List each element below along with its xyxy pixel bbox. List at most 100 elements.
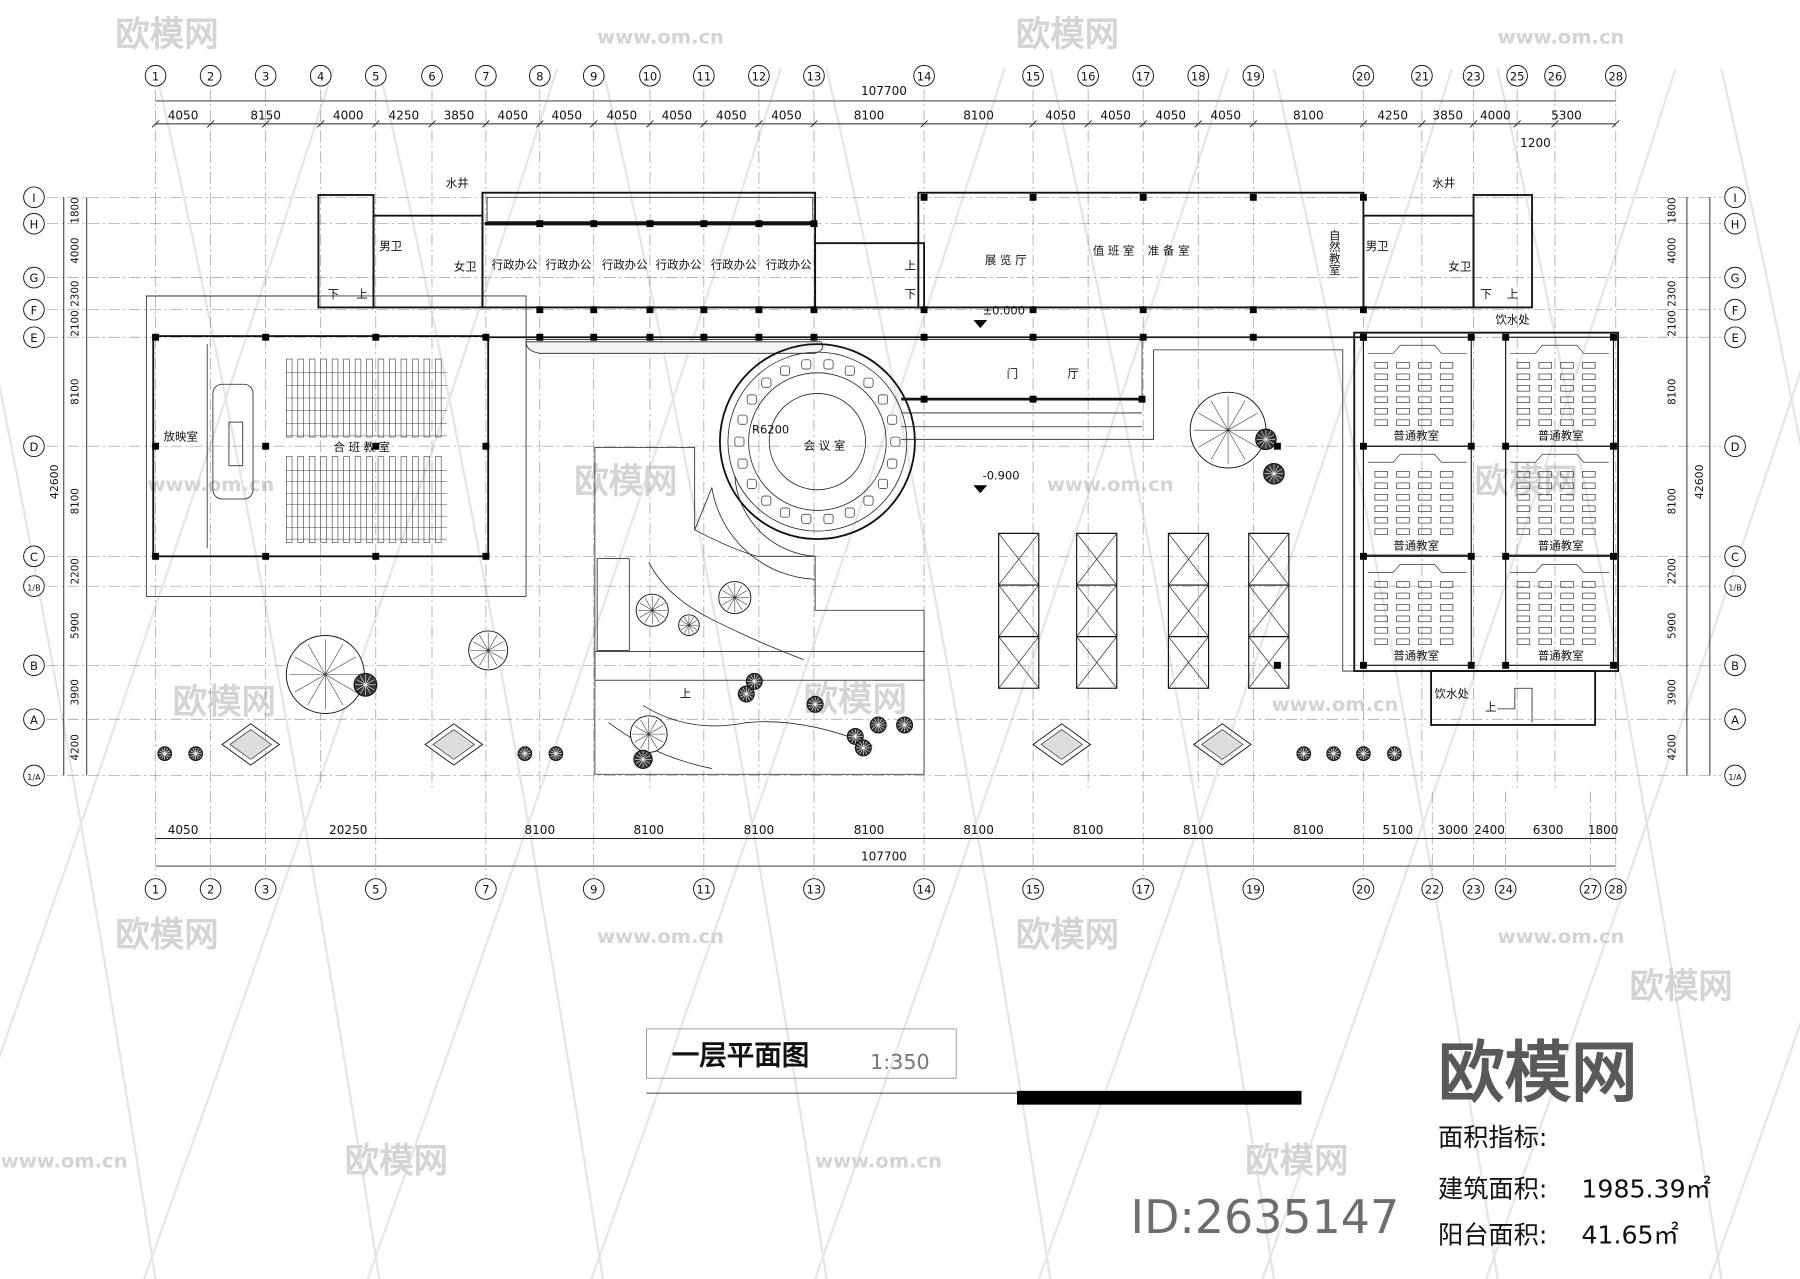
desk <box>1582 494 1596 501</box>
axis-bubble <box>582 64 605 87</box>
brand-watermark: 欧模网 <box>345 1141 448 1181</box>
axis-label: 21 <box>1415 69 1430 83</box>
desk <box>1560 528 1574 535</box>
desk <box>1396 482 1410 490</box>
dimension-text: 5100 <box>1383 823 1414 837</box>
desk <box>1516 505 1531 512</box>
axis-label: E <box>30 331 37 345</box>
desk <box>1396 408 1410 415</box>
dimension-text: 8100 <box>633 823 664 837</box>
lecture-seats <box>286 358 447 543</box>
room-nature-class: 自然教室 <box>1328 229 1342 275</box>
room-labels: 行政办公 行政办公 行政办公 行政办公 行政办公 行政办公 男卫 女卫 水井 水… <box>164 176 1584 714</box>
desk <box>1418 516 1432 524</box>
room-classroom: 普通教室 <box>1393 428 1439 442</box>
label-drinking: 饮水处 <box>1435 686 1470 700</box>
dimension-text: 4200 <box>70 734 82 760</box>
dimension-text: 4050 <box>551 108 582 122</box>
axis-label: I <box>32 191 35 205</box>
desk <box>1582 471 1596 478</box>
axis-label: 26 <box>1548 69 1563 83</box>
label-radius: R6200 <box>752 423 789 437</box>
desk <box>1396 471 1410 478</box>
dimension-text: 4200 <box>1666 734 1678 760</box>
desk <box>1582 505 1596 512</box>
axis-label: 2 <box>207 69 214 83</box>
dimension-text: 5300 <box>1551 108 1582 122</box>
stair-down: 下 <box>328 287 339 301</box>
desk <box>1582 627 1596 634</box>
axis-bubble <box>1724 575 1746 597</box>
desk <box>1538 505 1552 512</box>
axis-bubble <box>23 212 45 235</box>
axis-label: 22 <box>1425 883 1440 897</box>
axis-bubble <box>144 878 167 900</box>
axis-label: 16 <box>1081 69 1096 83</box>
desk <box>1560 516 1574 524</box>
desk <box>1516 528 1531 535</box>
desk <box>1538 592 1552 600</box>
dimension-text: 8100 <box>854 108 885 122</box>
axis-label: A <box>30 713 38 727</box>
axis-bubble <box>199 878 222 900</box>
desk <box>1582 396 1596 403</box>
planter-icon <box>1192 723 1252 766</box>
room-classroom: 普通教室 <box>1393 649 1439 663</box>
desk <box>1560 581 1574 588</box>
axis-bubble <box>1132 64 1154 87</box>
dimension-text: 5900 <box>1666 613 1678 639</box>
dimension-text: 1800 <box>1666 197 1678 223</box>
axis-bubble <box>1506 64 1528 87</box>
desk <box>1439 419 1454 426</box>
axis-bubble <box>1132 878 1154 900</box>
room-female-wc: 女卫 <box>1448 260 1471 274</box>
desk <box>1516 396 1531 403</box>
axis-bubble <box>364 878 387 900</box>
brand-watermark: 欧模网 <box>1475 462 1578 502</box>
axis-label: 1/A <box>1728 773 1742 782</box>
desk <box>1516 408 1531 415</box>
axis-bubble <box>1462 64 1485 87</box>
axis-bubble <box>475 64 497 87</box>
dimension-text: 4000 <box>333 108 364 122</box>
axis-bubble <box>364 64 387 87</box>
dimension-text: 1800 <box>70 197 82 223</box>
level-mark: ±0.000 <box>983 303 1025 317</box>
balcony-area-value: 41.65㎡ <box>1581 1220 1678 1249</box>
axis-label: 28 <box>1608 69 1623 83</box>
desk <box>1374 581 1388 588</box>
axis-label: D <box>30 440 39 454</box>
dimension-text: 4050 <box>1045 108 1076 122</box>
dimension-text: 8100 <box>963 108 994 122</box>
desk <box>1560 408 1574 415</box>
desk <box>1538 494 1552 501</box>
url-watermark: www.om.cn <box>1 1150 128 1173</box>
desk <box>1516 615 1531 623</box>
room-meeting: 会 议 室 <box>804 439 846 453</box>
axis-label: 11 <box>697 883 712 897</box>
dimension-text: 4050 <box>607 108 638 122</box>
drawing-scale: 1:350 <box>870 1050 929 1074</box>
building-walls <box>145 191 1619 775</box>
axis-bubble <box>1077 64 1099 87</box>
axis-bubble <box>1187 64 1210 87</box>
desk <box>1418 604 1432 611</box>
axis-bubble <box>1022 878 1044 900</box>
desk <box>1560 604 1574 611</box>
axis-bubble <box>421 64 443 87</box>
room-office: 行政办公 <box>656 257 702 271</box>
dimension-text: 20250 <box>329 823 367 837</box>
url-watermark: www.om.cn <box>1272 693 1399 716</box>
brand-watermark: 欧模网 <box>574 462 677 502</box>
desk <box>1516 592 1531 600</box>
desk <box>1538 373 1552 381</box>
dimension-text: 8100 <box>1666 379 1678 405</box>
desk <box>1516 362 1531 369</box>
axis-bubble <box>1724 764 1746 787</box>
desk <box>1374 592 1388 600</box>
drawing-title: 一层平面图 <box>672 1039 810 1071</box>
axis-bubble <box>309 64 332 87</box>
axis-label: I <box>1733 191 1736 205</box>
axis-bubble <box>582 878 605 900</box>
